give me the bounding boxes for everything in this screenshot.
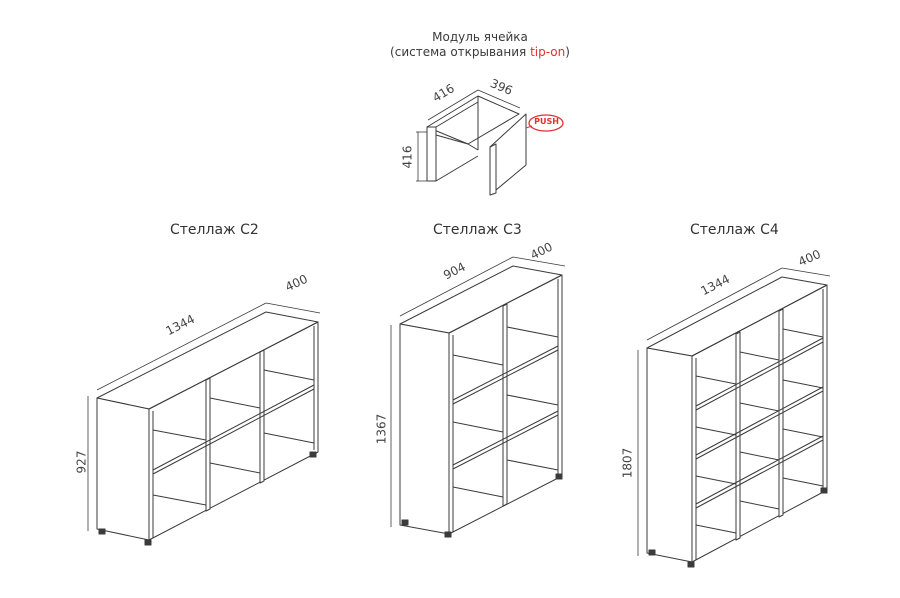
rack-c2-drawing	[88, 303, 320, 545]
rack-c2-dim-height: 927	[74, 450, 89, 474]
rack-c4-drawing	[638, 268, 830, 567]
module-dim-height: 416	[400, 145, 415, 169]
module-title: Модуль ячейка (система открывания tip-on…	[370, 30, 590, 60]
module-title-line1: Модуль ячейка	[432, 30, 528, 44]
rack-c3-title: Стеллаж С3	[433, 222, 522, 238]
module-title-suffix: )	[565, 45, 570, 59]
module-title-prefix: (система открывания	[390, 45, 531, 59]
push-badge-icon	[526, 114, 564, 132]
push-label: PUSH	[534, 117, 559, 126]
rack-c3-dim-height: 1367	[374, 413, 389, 445]
module-title-accent: tip-on	[530, 45, 566, 59]
module-cell-drawing	[416, 90, 526, 195]
rack-c3-drawing	[391, 257, 565, 537]
rack-c2-title: Стеллаж С2	[170, 222, 259, 238]
module-title-line2: (система открывания tip-on)	[370, 45, 590, 60]
rack-c4-dim-height: 1807	[620, 447, 635, 479]
rack-c4-title: Стеллаж С4	[690, 222, 779, 238]
